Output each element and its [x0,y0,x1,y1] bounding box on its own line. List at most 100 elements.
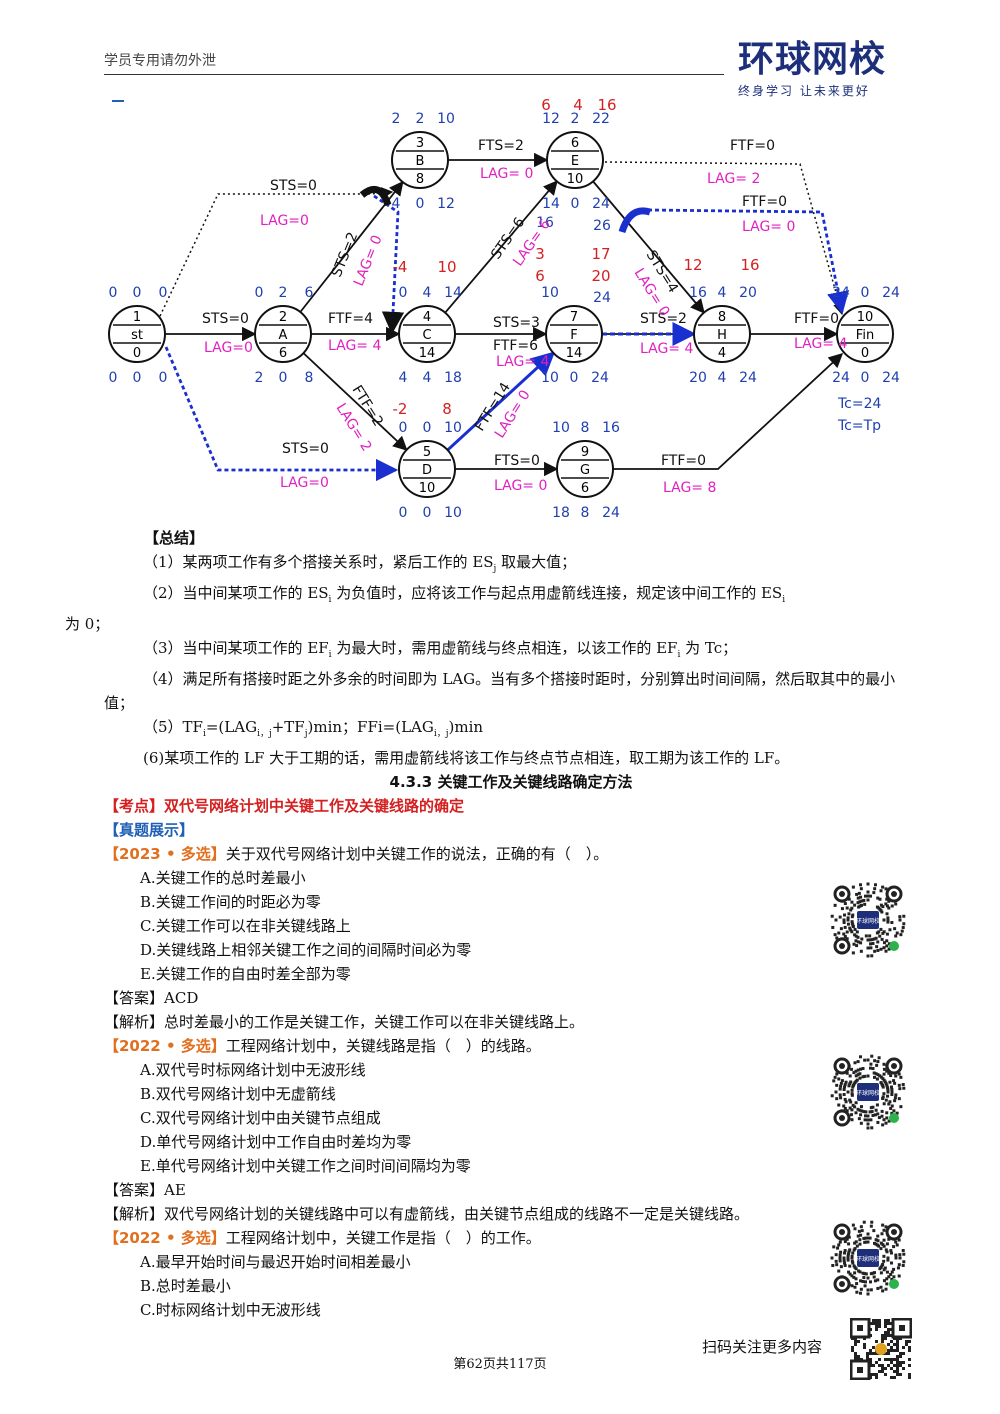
arrow-9-10 [613,353,844,470]
qr-dot [898,1256,902,1260]
qr-module [887,1343,890,1346]
qr-module [890,1349,893,1352]
qr-module [881,1364,884,1367]
qr-module [893,1376,896,1379]
qr-dot [885,1116,889,1120]
qr-dot [887,942,891,946]
qr-dot [853,1061,857,1065]
node-duration: 10 [419,481,436,496]
qr-dot [893,1081,897,1085]
qr-dot [876,1278,880,1282]
qr-dot [853,1247,857,1251]
qr-dot [887,1275,891,1279]
qr-dot [875,931,879,935]
qr-dot [878,934,882,938]
qr-dot [863,1284,867,1288]
qr-dot [885,1069,889,1073]
node-id: 1 [133,310,141,325]
qr-dot [886,1088,890,1092]
qr-dot [866,1118,870,1122]
qr-module [884,1325,887,1328]
qr-dot [871,1067,875,1071]
qr-dot [882,1102,886,1106]
qr-finder-center [891,891,897,897]
qr-dot [863,1118,867,1122]
qr-dot [833,903,837,907]
node-time-bl: 0 [399,505,408,521]
qr-dot [869,894,873,898]
q1-option: D.关键线路上相邻关键工作之间的间隔时间必为零 [140,941,472,959]
q2-stem: 【2022 • 多选】工程网络计划中，关键线路是指（ ）的线路。 [104,1037,541,1055]
qr-module [896,1355,899,1358]
node-time-tm: 2 [571,111,580,127]
link-label: FTF=0 [661,453,706,469]
qr-dot [889,1272,893,1276]
qr-dot [872,1229,876,1233]
qr-dot [859,1105,863,1109]
qr-module [896,1364,899,1367]
qr-dot [842,1087,846,1091]
footer-scan-text: 扫码关注更多内容 [702,1338,823,1356]
qr-dot [898,918,902,922]
qr-module [893,1343,896,1346]
qr-dot [832,1245,836,1249]
qr-dot [864,1272,868,1276]
footer-qr-code[interactable] [850,1318,912,1380]
qr-dot [859,941,863,945]
qr-dot [850,1259,854,1263]
qr-dot [850,1088,854,1092]
qr-dot [838,1256,842,1260]
qr-dot [901,1249,905,1253]
qr-dot [876,1234,880,1238]
qr-dot [837,1269,841,1273]
qr-dot [863,1114,867,1118]
qr-module [896,1367,899,1370]
qr-dot [854,1101,858,1105]
qr-badge [889,941,899,951]
node-duration: 0 [861,346,869,361]
node-time-br: 24 [882,370,900,386]
qr-dot [851,1261,855,1265]
qr-module [908,1346,911,1349]
qr-dot [842,921,846,925]
qr-badge [889,1279,899,1289]
qr-dot [842,1104,846,1108]
qr-dot [873,1279,877,1283]
node-time-br: 24 [602,505,620,521]
qr-module [869,1352,872,1355]
qr-dot [866,1236,870,1240]
red-value: 12 [683,256,702,274]
qr-dot [882,1078,886,1082]
node-name: Fin [856,328,874,343]
q3-option: C.时标网络计划中无波形线 [140,1301,321,1319]
qr-dot [859,1067,863,1071]
qr-dot [853,933,857,937]
qr-dot [858,1238,862,1242]
qr-code-1[interactable]: 环球网校 [828,880,908,960]
qr-dot [843,1240,847,1244]
qr-dot [831,1263,835,1267]
qr-dot [857,1229,861,1233]
node-time-br: 8 [305,370,314,386]
qr-dot [856,1060,860,1064]
qr-module [887,1358,890,1361]
qr-module [902,1352,905,1355]
qr-code-3[interactable]: 环球网校 [828,1218,908,1298]
qr-dot [856,896,860,900]
qr-dot [850,915,854,919]
node-circle [545,305,603,363]
qr-code-2[interactable]: 环球网校 [828,1052,908,1132]
node-id: 4 [423,310,431,325]
qr-module [884,1337,887,1340]
qr-dot [866,1114,870,1118]
qr-dot [882,1067,886,1071]
qr-module [854,1340,857,1343]
qr-module [863,1346,866,1349]
qr-dot [864,1236,868,1240]
qr-dot [871,1271,875,1275]
qr-dot [850,1113,854,1117]
qr-dot [890,1093,894,1097]
